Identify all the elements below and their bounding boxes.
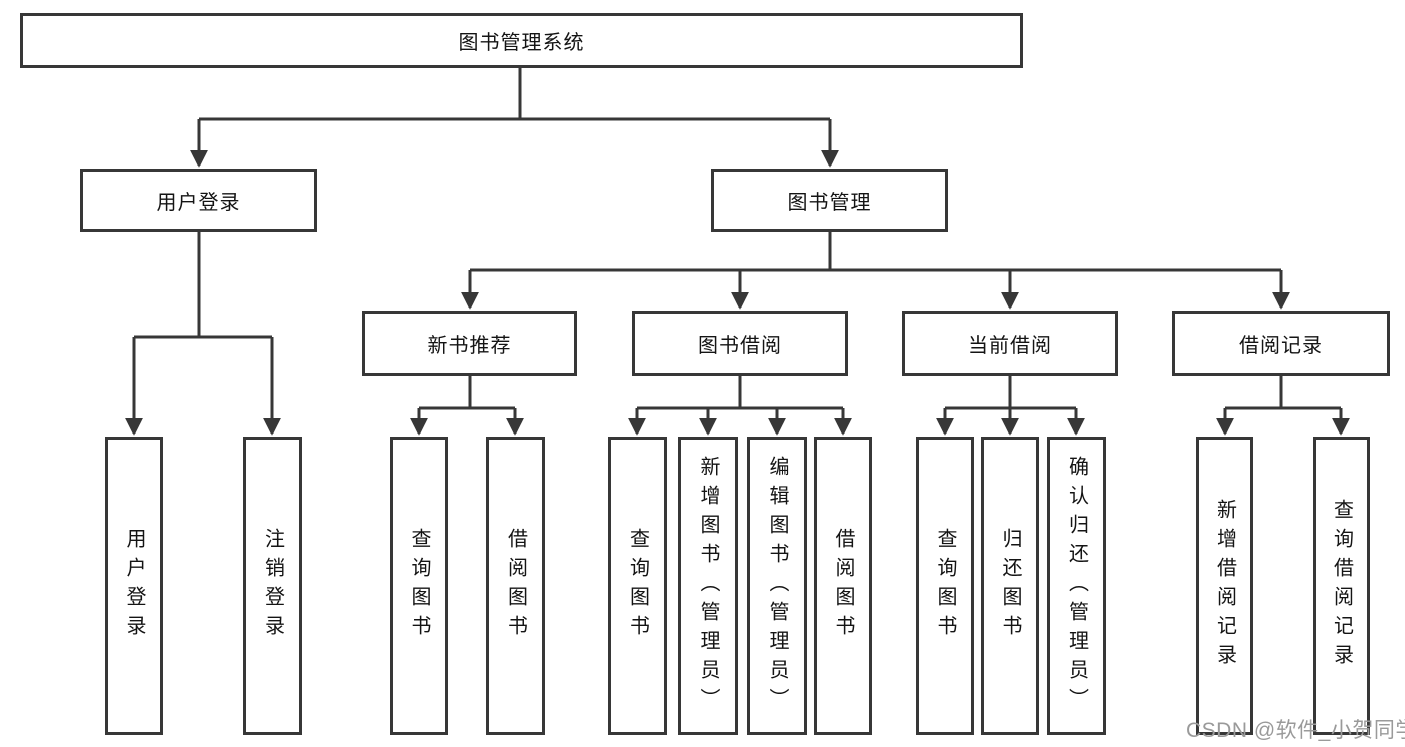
leaf-logout: 注销登录 [243, 437, 302, 735]
node-new-book-recommend: 新书推荐 [362, 311, 577, 376]
leaf-query-books-borrow: 查询图书 [608, 437, 667, 735]
wire-group [125, 68, 1350, 436]
node-user-login: 用户登录 [80, 169, 317, 232]
leaf-query-borrow-record: 查询借阅记录 [1313, 437, 1370, 735]
leaf-query-books-current: 查询图书 [916, 437, 974, 735]
node-book-borrow: 图书借阅 [632, 311, 848, 376]
node-borrow-records: 借阅记录 [1172, 311, 1390, 376]
leaf-borrow-books-recommend: 借阅图书 [486, 437, 545, 735]
node-book-management: 图书管理 [711, 169, 948, 232]
leaf-return-books: 归还图书 [981, 437, 1039, 735]
node-current-borrow: 当前借阅 [902, 311, 1118, 376]
leaf-query-books-recommend: 查询图书 [390, 437, 448, 735]
leaf-add-book-admin: 新增图书（管理员） [678, 437, 738, 735]
leaf-user-login: 用户登录 [105, 437, 163, 735]
leaf-add-borrow-record: 新增借阅记录 [1196, 437, 1253, 735]
leaf-edit-book-admin: 编辑图书（管理员） [747, 437, 807, 735]
leaf-confirm-return-admin: 确认归还（管理员） [1047, 437, 1106, 735]
csdn-watermark: CSDN @软件_小贺同学 [1186, 719, 1405, 742]
node-library-system: 图书管理系统 [20, 13, 1023, 68]
leaf-borrow-books: 借阅图书 [814, 437, 872, 735]
